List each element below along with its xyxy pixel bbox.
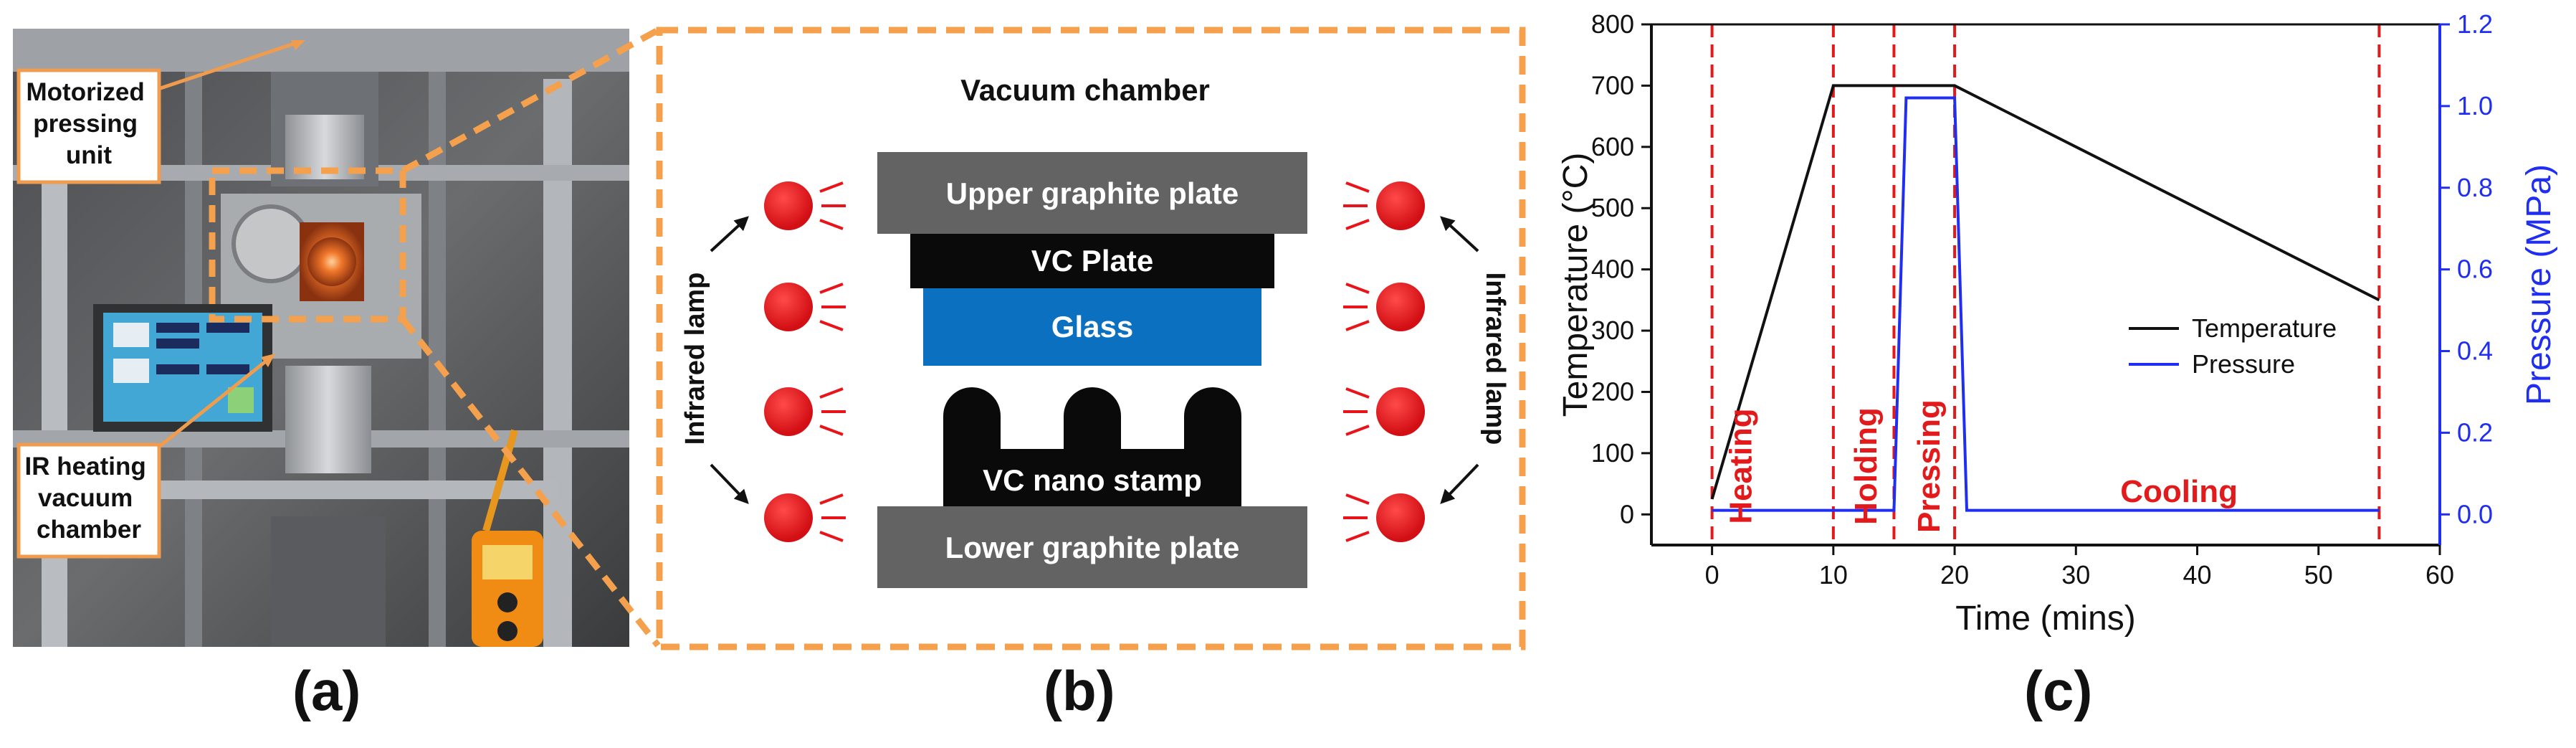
vacuum-chamber-frame: [656, 27, 1526, 650]
svg-text:IR heating vacuum: IR heating vacuum chamber: [25, 453, 153, 544]
lower-graphite-plate-label: Lower graphite plate: [945, 531, 1240, 564]
y2-tick-label: 0.8: [2457, 173, 2493, 202]
y2-axis-label: Pressure (MPa): [2520, 164, 2558, 405]
right-infrared-lamps: [1343, 181, 1425, 542]
series-line-temperature: [1710, 84, 2380, 500]
callout-top-line-3: unit: [66, 141, 112, 169]
glass-layer: [923, 288, 1261, 366]
x-tick-label: 10: [1819, 560, 1848, 590]
legend-entry: Pressure: [2192, 349, 2295, 379]
x-axis-label: Time (mins): [1955, 600, 2136, 638]
vc-plate-label: VC Plate: [1031, 244, 1153, 278]
vacuum-chamber-title: Vacuum chamber: [960, 73, 1210, 107]
lower-graphite-plate: [877, 506, 1307, 588]
callout-top-box: [16, 68, 161, 184]
y2-tick-label: 0.0: [2457, 499, 2493, 529]
y-tick-label: 0: [1620, 499, 1634, 529]
caption-b: (b): [1044, 659, 1115, 722]
x-tick-label: 50: [2304, 560, 2333, 590]
caption-a: (a): [292, 659, 361, 722]
vc-plate: [910, 234, 1274, 288]
zoom-box: [209, 167, 406, 323]
series-line-pressure: [1712, 96, 2380, 512]
callout-bottom-arrow: [151, 359, 269, 453]
y-tick-label: 400: [1591, 255, 1634, 284]
y-tick-label: 700: [1591, 70, 1634, 100]
x-tick-label: 0: [1705, 560, 1719, 590]
lamp-arrows: [710, 216, 1479, 504]
schematic-panel: Vacuum chamber Upper graphite plate VC P…: [654, 23, 1528, 654]
y2-tick-label: 0.6: [2457, 255, 2493, 284]
y-tick-label: 300: [1591, 316, 1634, 345]
photo-panel: Motorized pressing unit IR heating vacuu…: [13, 29, 629, 647]
stage-label: Heating: [1724, 408, 1759, 524]
callout-bottom-line-1: IR heating: [25, 453, 146, 480]
vc-nano-stamp-label: VC nano stamp: [983, 463, 1202, 497]
y2-tick-label: 1.0: [2457, 91, 2493, 120]
x-tick-label: 60: [2425, 560, 2454, 590]
y-tick-label: 800: [1591, 9, 1634, 39]
y-tick-label: 500: [1591, 193, 1634, 222]
callout-bottom-box: [16, 442, 161, 559]
x-tick-label: 30: [2061, 560, 2090, 590]
y-tick-label: 200: [1591, 377, 1634, 406]
glass-label: Glass: [1051, 310, 1133, 344]
infrared-lamp-label-right: Infrared lamp: [1480, 273, 1510, 445]
left-infrared-lamps: [764, 181, 846, 542]
stage-label: Cooling: [2120, 474, 2238, 509]
stage-label: Pressing: [1912, 399, 1947, 533]
y2-tick-label: 0.4: [2457, 336, 2493, 366]
callout-top-line-1: Motorized: [27, 78, 145, 106]
callout-top-arrow: [156, 41, 297, 92]
y-axis-label: Temperature (°C): [1557, 153, 1595, 417]
callout-bottom-line-3: chamber: [37, 516, 141, 544]
upper-graphite-plate-label: Upper graphite plate: [946, 176, 1239, 210]
svg-text:Motorized pressing: Motorized pressing unit: [27, 78, 152, 169]
vc-nano-stamp: [943, 387, 1241, 506]
stage-label: Holding: [1848, 407, 1884, 525]
upper-graphite-plate: [877, 152, 1307, 234]
infrared-lamp-label-left: Infrared lamp: [680, 273, 710, 445]
y2-tick-label: 1.2: [2457, 9, 2493, 39]
y-tick-label: 100: [1591, 438, 1634, 468]
callout-bottom-line-2: vacuum: [38, 484, 133, 512]
y2-tick-label: 0.2: [2457, 417, 2493, 447]
y-tick-label: 600: [1591, 132, 1634, 161]
x-tick-label: 40: [2183, 560, 2212, 590]
legend-entry: Temperature: [2192, 313, 2337, 343]
x-tick-label: 20: [1940, 560, 1969, 590]
callout-top-line-2: pressing: [33, 110, 138, 138]
caption-c: (c): [2024, 659, 2093, 722]
